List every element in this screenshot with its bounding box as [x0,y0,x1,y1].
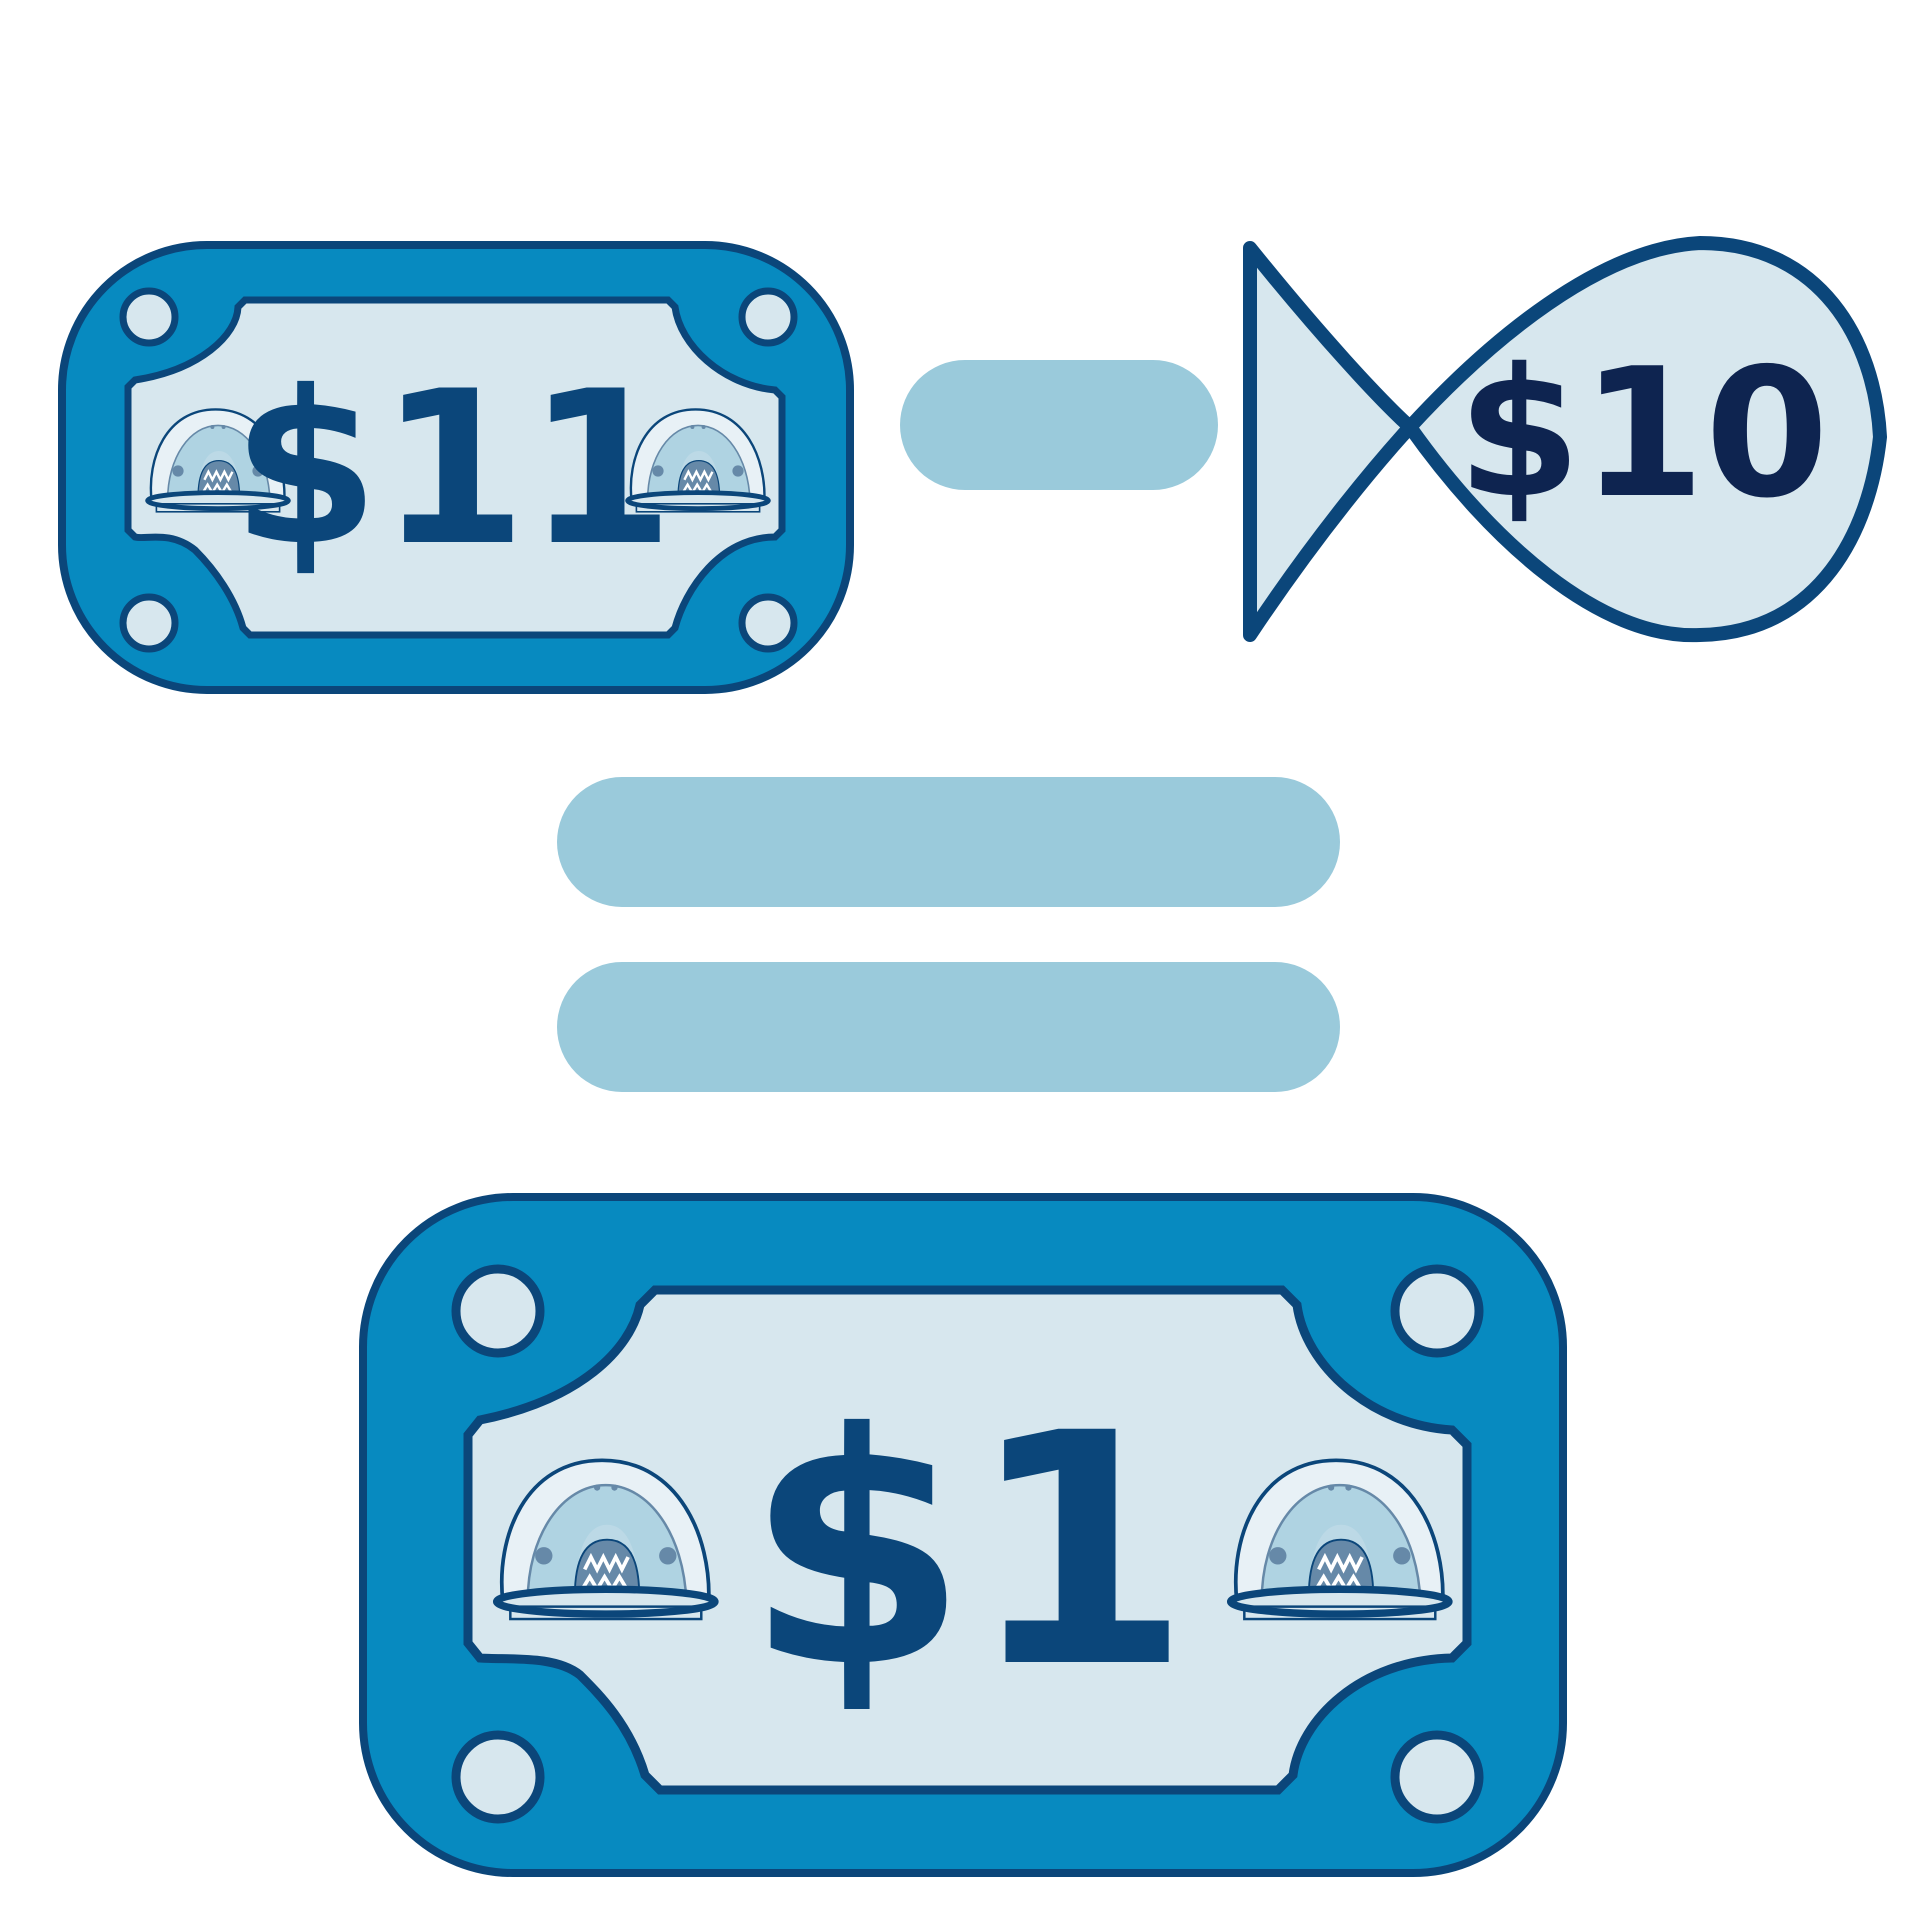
minus-sign [900,360,1218,490]
ten-dollar-fish: $10 [1243,236,1887,643]
eleven-dollar-label: $11 [232,345,675,592]
one-dollar-label: $1 [745,1366,1190,1738]
eleven-dollar-bill: $11 [58,241,854,694]
equals-sign [557,777,1340,1092]
one-dollar-bill: $1 [359,1193,1567,1877]
ten-dollar-label: $10 [1457,330,1829,537]
